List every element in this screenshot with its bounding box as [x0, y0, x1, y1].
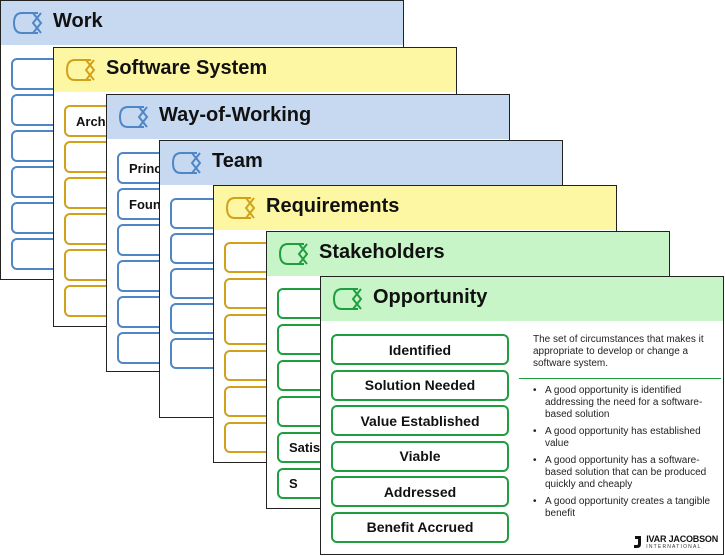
card-title: Software System	[106, 57, 268, 79]
alpha-cycle-icon	[12, 12, 43, 34]
card-header: Way-of-Working	[107, 95, 509, 139]
logo-main-text: IVAR JACOBSON	[646, 534, 718, 544]
card-header: Requirements	[214, 186, 616, 230]
state-label: Foun	[129, 196, 161, 212]
logo-mark-icon	[634, 536, 642, 548]
checklist-item: A good opportunity creates a tangible be…	[531, 496, 715, 520]
alpha-cycle-icon	[118, 106, 149, 128]
card-header: Software System	[54, 48, 456, 92]
card-title: Work	[53, 10, 103, 32]
checklist-item: A good opportunity is identified address…	[531, 385, 715, 421]
opportunity-checklist: A good opportunity is identified address…	[531, 385, 715, 525]
logo-sub-text: INTERNATIONAL	[646, 544, 702, 550]
checklist-item: A good opportunity has a software-based …	[531, 455, 715, 491]
card-header: Work	[1, 1, 403, 45]
opportunity-state: Addressed	[331, 476, 509, 507]
card-header: Stakeholders	[267, 232, 669, 276]
checklist-item: A good opportunity has established value	[531, 426, 715, 450]
card-title: Team	[212, 150, 263, 172]
description-divider	[519, 378, 721, 379]
card-title: Stakeholders	[319, 241, 445, 263]
alpha-cycle-icon	[332, 288, 363, 310]
opportunity-state: Benefit Accrued	[331, 511, 509, 543]
alpha-cycle-icon	[278, 243, 309, 265]
card-title: Requirements	[266, 195, 400, 217]
opportunity-description: The set of circumstances that makes it a…	[533, 334, 704, 369]
card-title: Way-of-Working	[159, 104, 312, 126]
opportunity-state: Identified	[331, 334, 509, 365]
alpha-cycle-icon	[65, 59, 96, 81]
opportunity-card-title: Opportunity	[373, 286, 488, 308]
opportunity-state: Viable	[331, 440, 509, 472]
alpha-cycle-icon	[225, 197, 256, 219]
ivar-jacobson-logo: IVAR JACOBSON INTERNATIONAL	[633, 535, 718, 550]
opportunity-state: Solution Needed	[331, 369, 509, 401]
opportunity-state: Value Established	[331, 405, 509, 436]
state-label: Princ	[129, 160, 162, 176]
state-label: S	[289, 476, 298, 491]
opportunity-card-header: Opportunity	[321, 277, 723, 321]
state-label: Satisf	[289, 440, 325, 455]
card-header: Team	[160, 141, 562, 185]
alpha-cycle-icon	[171, 152, 202, 174]
state-label: Arch	[76, 113, 106, 129]
